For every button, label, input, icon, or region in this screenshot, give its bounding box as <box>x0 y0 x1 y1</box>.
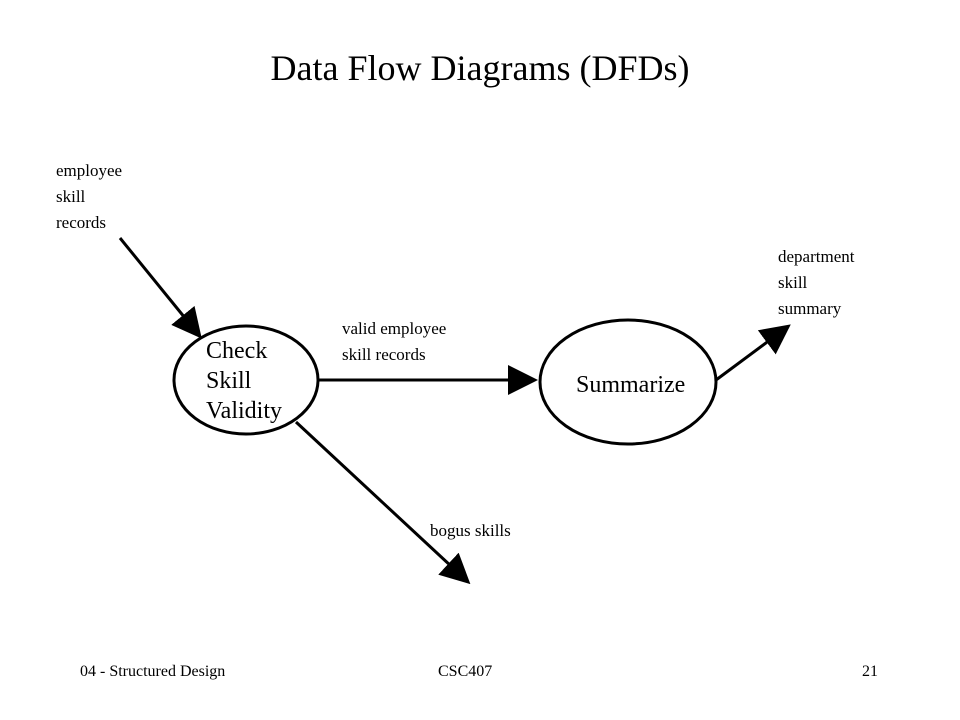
check-label-line-1: Check <box>206 338 268 364</box>
check-label-line-3: Validity <box>206 398 282 424</box>
slide-title: Data Flow Diagrams (DFDs) <box>270 48 690 88</box>
check-label-line-2: Skill <box>206 368 252 394</box>
bogus-flow-label: bogus skills <box>430 521 511 540</box>
valid-label-line-1: valid employee <box>342 319 447 338</box>
output-label-line-3: summary <box>778 299 842 318</box>
summarize-process-label: Summarize <box>576 372 686 398</box>
summarize-process <box>538 318 718 446</box>
output-flow-label: department skill summary <box>778 244 854 322</box>
valid-flow-label: valid employee skill records <box>342 316 446 368</box>
footer-course-code: CSC407 <box>438 663 493 680</box>
input-flow-label: employee skill records <box>56 158 122 236</box>
check-process-label: Check Skill Validity <box>206 336 282 426</box>
footer-page-number: 21 <box>862 663 878 680</box>
input-label-line-1: employee <box>56 161 123 180</box>
input-label-line-2: skill <box>56 187 86 206</box>
valid-label-line-2: skill records <box>342 345 426 364</box>
department-skill-summary-arrow <box>715 324 791 382</box>
bogus-skills-arrow <box>294 420 471 585</box>
footer-course-section: 04 - Structured Design <box>80 663 226 680</box>
input-label-line-3: records <box>56 213 107 232</box>
output-label-line-2: skill <box>778 273 808 292</box>
employee-skill-records-arrow <box>118 237 202 339</box>
output-label-line-1: department <box>778 247 855 266</box>
